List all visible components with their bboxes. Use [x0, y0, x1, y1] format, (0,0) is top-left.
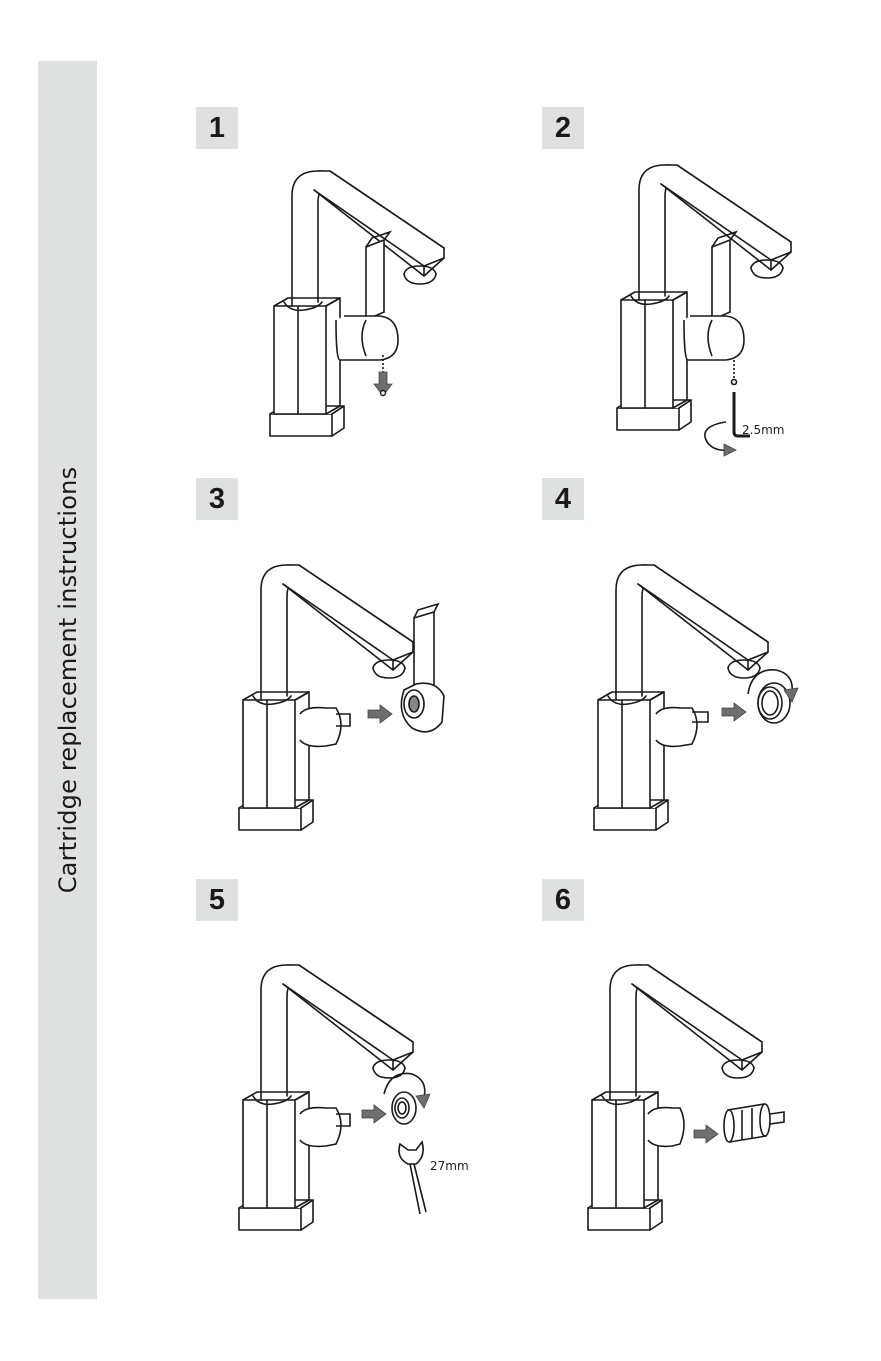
step-3-illustration [239, 565, 444, 830]
step-2-illustration: 2.5mm [617, 165, 791, 456]
step-1-illustration [270, 171, 444, 436]
step-6-illustration [588, 965, 784, 1230]
step-4-illustration [594, 565, 798, 830]
step-5-illustration: 27mm [239, 965, 469, 1230]
step-2-tool-label: 2.5mm [742, 423, 784, 437]
step-5-tool-label: 27mm [430, 1159, 469, 1173]
